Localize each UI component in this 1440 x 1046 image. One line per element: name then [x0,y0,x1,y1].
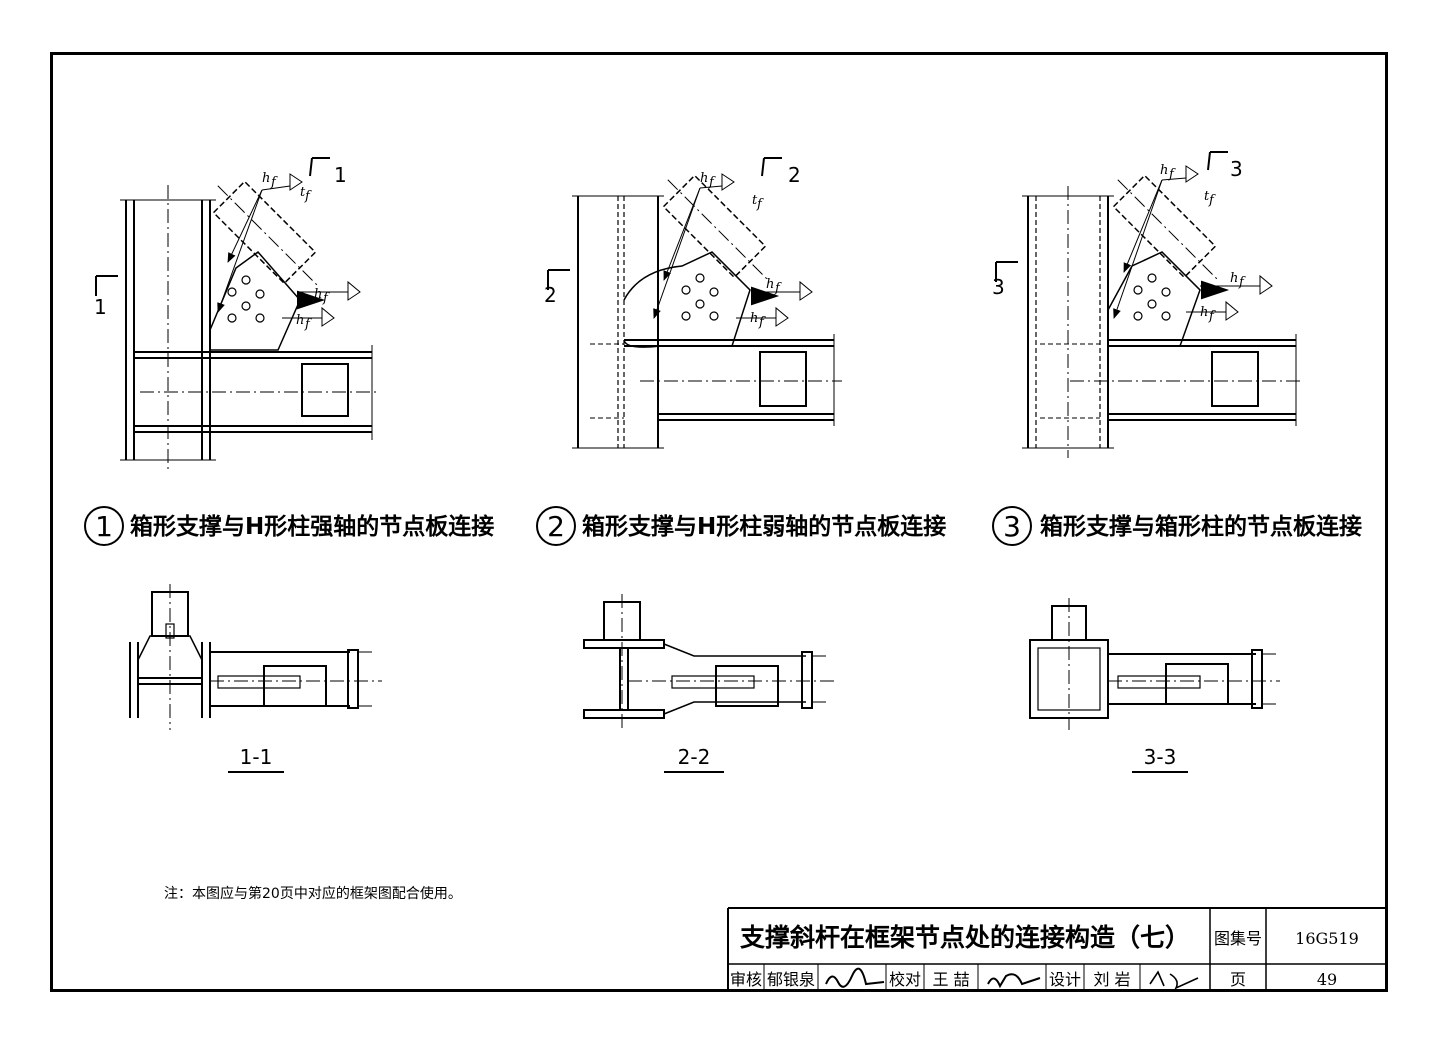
caption-2-number: 2 [547,510,565,543]
svg-text:t: t [1204,189,1210,204]
caption-3: 3 箱形支撑与箱形柱的节点板连接 [992,506,1362,546]
detail-3-elevation [995,151,1304,458]
section-label-3: 3-3 [1144,745,1177,769]
svg-text:h: h [1200,305,1208,320]
svg-text:t: t [300,185,306,200]
drawing-frame [50,52,1388,992]
svg-text:f: f [758,315,766,330]
checker-name: 王 喆 [932,970,969,989]
caption-2: 2 箱形支撑与H形柱弱轴的节点板连接 [536,506,946,546]
svg-text:f: f [756,197,764,212]
checker-signature [987,973,1041,989]
svg-text:h: h [314,287,322,302]
atlas-label: 图集号 [1214,929,1262,948]
svg-text:h: h [1160,163,1168,178]
cut-mark-1-top: 1 [334,163,347,187]
section-label-2: 2-2 [678,745,711,769]
caption-1-number: 1 [95,510,113,543]
svg-text:f: f [774,281,782,296]
cut-mark-2-top: 2 [788,163,801,187]
detail-1-elevation [95,157,380,470]
page-number: 49 [1317,970,1337,989]
review-label: 审核 [730,970,762,989]
svg-text:t: t [752,193,758,208]
caption-3-text: 箱形支撑与箱形柱的节点板连接 [1040,513,1362,540]
cut-mark-3: 3 [992,275,1005,299]
page-label: 页 [1230,970,1246,989]
caption-1-text: 箱形支撑与H形柱强轴的节点板连接 [130,513,494,540]
section-label-1: 1-1 [240,745,273,769]
design-label: 设计 [1049,970,1081,989]
section-1-1 [129,584,382,730]
svg-text:f: f [708,175,716,190]
designer-signature [1149,970,1199,990]
svg-text:f: f [1208,309,1216,324]
svg-text:h: h [262,171,270,186]
svg-text:h: h [750,311,758,326]
cut-mark-2: 2 [544,283,557,307]
section-3-3 [1029,598,1280,730]
designer-name: 刘 岩 [1093,970,1130,989]
svg-text:h: h [700,171,708,186]
cut-mark-1: 1 [94,295,107,319]
caption-2-text: 箱形支撑与H形柱弱轴的节点板连接 [582,513,946,540]
reviewer-name: 郁银泉 [767,970,815,989]
caption-3-number: 3 [1003,510,1021,543]
svg-text:h: h [766,277,774,292]
svg-text:f: f [304,189,312,204]
reviewer-signature [825,967,885,988]
svg-text:f: f [270,175,278,190]
note-text: 注：本图应与第20页中对应的框架图配合使用。 [164,885,462,902]
section-labels: 1-1 2-2 3-3 [228,745,1188,773]
svg-text:f: f [1168,167,1176,182]
caption-1: 1 箱形支撑与H形柱强轴的节点板连接 [84,506,494,546]
svg-text:f: f [1208,193,1216,208]
cut-mark-3-top: 3 [1230,157,1243,181]
detail-2-elevation [547,157,842,449]
atlas-number: 16G519 [1295,929,1359,948]
section-2-2 [583,594,834,730]
svg-text:f: f [304,317,312,332]
svg-text:h: h [1230,271,1238,286]
check-label: 校对 [889,970,921,989]
svg-text:f: f [1238,275,1246,290]
title-block [727,907,1388,992]
title-block-text: 支撑斜杆在框架节点处的连接构造（七） 图集号 16G519 审核 郁银泉 校对 … [730,923,1359,990]
drawing-title: 支撑斜杆在框架节点处的连接构造（七） [740,923,1190,952]
svg-text:h: h [296,313,304,328]
svg-text:f: f [322,291,330,306]
